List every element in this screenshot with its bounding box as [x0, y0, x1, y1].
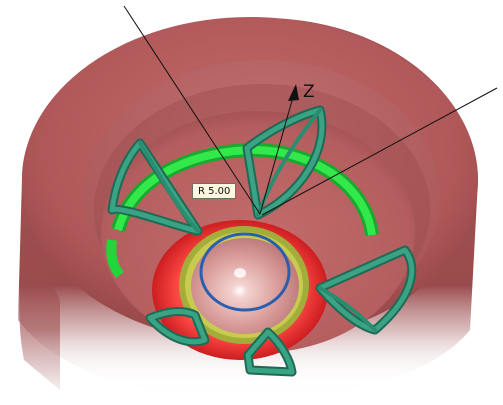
blue-circle[interactable]: [199, 232, 291, 312]
blade-right[interactable]: [315, 245, 417, 335]
z-axis-label: Z: [303, 82, 315, 102]
z-axis-line: [259, 96, 294, 215]
leader-line: [261, 87, 498, 216]
hub-dome[interactable]: [191, 232, 299, 334]
blade-lower-left[interactable]: [145, 307, 210, 347]
dimension-lines: [123, 5, 498, 216]
green-ring[interactable]: [106, 142, 379, 279]
leader-line: [123, 5, 261, 215]
z-axis-arrow-icon: [288, 84, 299, 101]
blade-left[interactable]: [107, 138, 203, 236]
radius-dimension-label[interactable]: R 5.00: [192, 183, 237, 199]
blade-bottom[interactable]: [243, 327, 297, 377]
